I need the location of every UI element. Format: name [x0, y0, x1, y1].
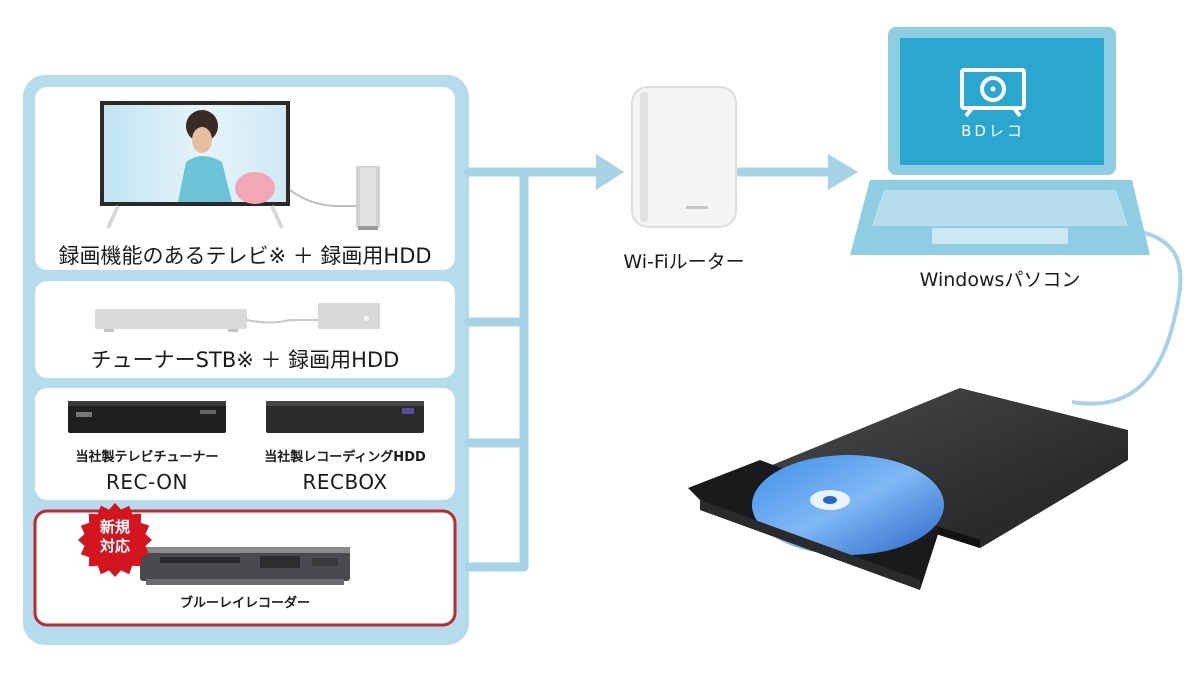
- stb-icon: [95, 309, 247, 332]
- rec-on-device-icon: [68, 401, 226, 433]
- hdd-icon: [356, 166, 380, 230]
- tv-icon: [100, 101, 290, 229]
- rec-on-model: REC-ON: [106, 470, 188, 494]
- arrow-to-pc: [828, 154, 858, 190]
- arrow-to-router: [596, 154, 624, 190]
- recbox-device-icon: [266, 401, 424, 433]
- laptop-icon: [850, 27, 1150, 255]
- external-bluray-drive-icon: [688, 388, 1128, 590]
- rec-on-caption: 当社製テレビチューナー: [75, 450, 219, 465]
- usb-cable: [1071, 226, 1183, 406]
- new-support-badge-text: 新規 対応: [82, 518, 148, 556]
- badge-line-2: 対応: [99, 537, 130, 555]
- pc-label: Windowsパソコン: [919, 269, 1081, 291]
- wifi-router-icon: [631, 86, 737, 228]
- connector-lines: [464, 167, 835, 572]
- new-support-badge: [78, 503, 152, 577]
- tv-hdd-cable: [289, 189, 356, 207]
- badge-line-1: 新規: [99, 518, 130, 536]
- hdd-icon: [318, 303, 380, 329]
- bluray-recorder-icon: [140, 547, 350, 585]
- recbox-model: RECBOX: [302, 470, 388, 494]
- recbox-caption: 当社製レコーディングHDD: [264, 450, 426, 465]
- tv-hdd-label: 録画機能のあるテレビ※ ＋ 録画用HDD: [58, 244, 432, 268]
- router-label: Wi-Fiルーター: [623, 251, 745, 273]
- bd-app-name: BDレコ: [961, 122, 1025, 140]
- stb-hdd-label: チューナーSTB※ ＋ 録画用HDD: [90, 348, 400, 372]
- bluray-recorder-label: ブルーレイレコーダー: [179, 596, 310, 611]
- stb-hdd-cable: [246, 319, 318, 324]
